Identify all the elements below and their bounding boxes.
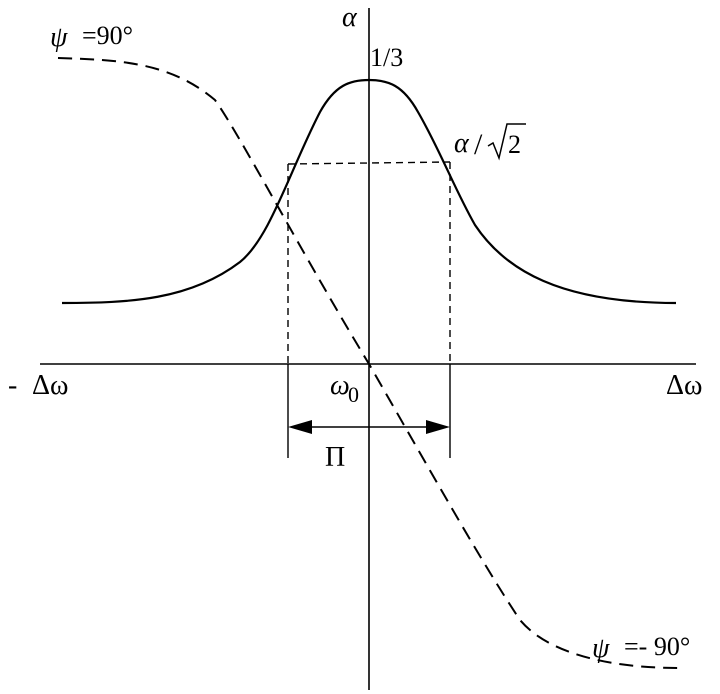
alpha-axis-label: α: [342, 2, 358, 33]
phase-curve: [57, 57, 681, 669]
bandwidth-label: Π: [325, 442, 345, 473]
alpha-ratio-sqrt-num: 2: [508, 130, 521, 159]
one-third-label: 1/3: [370, 43, 403, 72]
half-power-line: [287, 161, 451, 165]
psi-top-value: =90°: [82, 21, 133, 50]
omega0-label: ω 0: [330, 370, 359, 407]
psi-bottom-psi: ψ: [592, 633, 610, 664]
psi-bottom-value: =- 90°: [624, 632, 690, 661]
neg-delta-omega-minus: -: [8, 370, 17, 401]
alpha-over-sqrt2-label: α / 2: [454, 123, 526, 161]
omega0-sub: 0: [348, 382, 359, 407]
neg-delta-omega-label: - Δω: [8, 370, 68, 401]
omega0-omega: ω: [330, 370, 350, 401]
alpha-ratio-slash: /: [474, 128, 483, 161]
pos-delta-omega-label: Δω: [666, 370, 702, 401]
neg-delta-omega-text: Δω: [32, 370, 68, 401]
bandwidth-arrowhead-right: [426, 420, 450, 434]
alpha-ratio-alpha: α: [454, 128, 470, 159]
psi-top-label: ψ =90°: [50, 21, 133, 53]
psi-top-psi: ψ: [50, 22, 68, 53]
psi-bottom-label: ψ =- 90°: [592, 632, 690, 664]
sqrt-sign: [487, 123, 526, 161]
bandwidth-arrowhead-left: [288, 420, 312, 434]
amplitude-curve: [61, 78, 677, 305]
